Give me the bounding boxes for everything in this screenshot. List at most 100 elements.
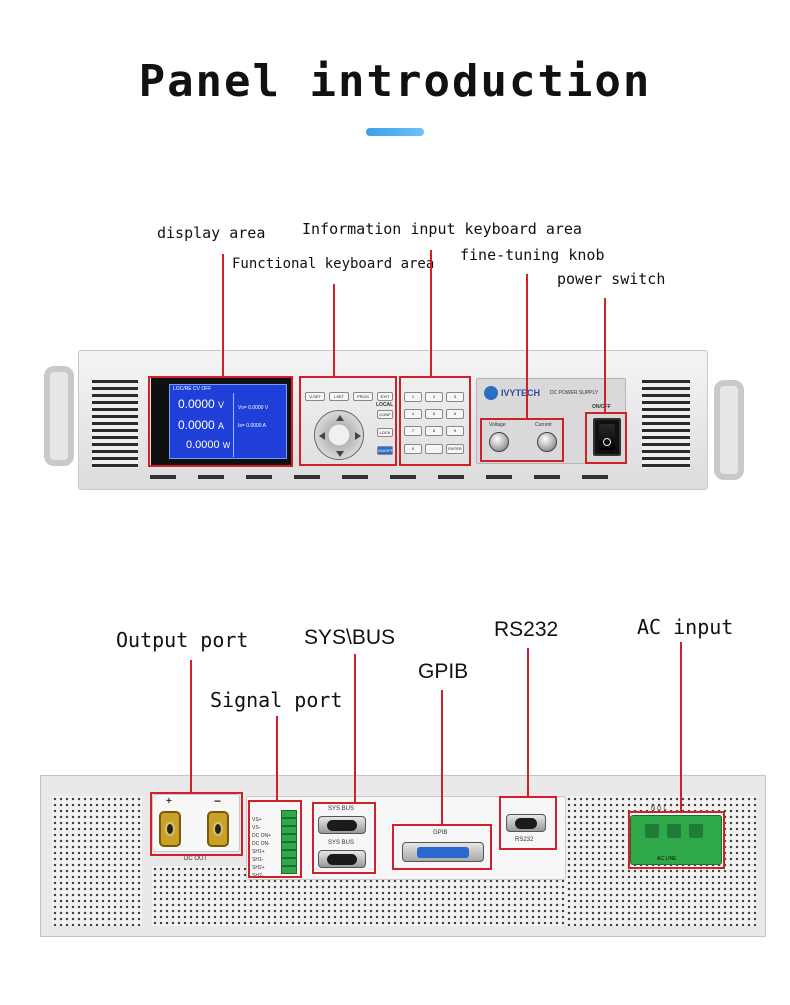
num-key-6[interactable]: 6 xyxy=(446,409,464,419)
sys-bus-1-connector[interactable] xyxy=(318,816,366,834)
callout-line-knob xyxy=(526,274,528,418)
ac-pin-labels: N G L xyxy=(651,806,667,812)
prog-key[interactable]: PROG xyxy=(353,392,373,401)
connector-plate xyxy=(246,796,566,880)
callout-line-sys-bus xyxy=(354,654,356,802)
num-key-dot[interactable]: . xyxy=(425,444,443,454)
callout-box-sys-bus xyxy=(312,802,376,874)
gpib-connector[interactable] xyxy=(402,842,484,862)
local-label: LOCAL xyxy=(376,402,394,408)
label-ac-input: AC input xyxy=(637,615,734,639)
gpib-rear-label: GPIB xyxy=(433,830,448,836)
exit-key[interactable]: EXIT xyxy=(377,392,393,401)
callout-line-functional xyxy=(333,284,335,376)
num-key-3[interactable]: 3 xyxy=(446,392,464,402)
current-knob[interactable] xyxy=(537,432,557,452)
title-accent-bar xyxy=(366,128,424,136)
lock-key[interactable]: LOCK xyxy=(377,428,393,437)
sys-bus-2-label: SYS BUS xyxy=(328,840,355,846)
callout-box-ac xyxy=(628,811,725,869)
onoff-label: ON/OFF xyxy=(592,404,611,410)
lcd-current: 0.0000 A xyxy=(178,418,225,432)
lcd-is: Is= 0.0000 A xyxy=(238,423,266,429)
left-vent xyxy=(92,380,138,468)
lcd-screen: LOC/RE CV OFF 0.0000 V 0.0000 A 0.0000 W… xyxy=(169,384,287,459)
arrow-up-icon[interactable] xyxy=(336,415,344,421)
callout-line-rs232 xyxy=(527,648,529,796)
callout-box-display xyxy=(148,376,293,467)
output-negative-terminal[interactable] xyxy=(207,811,229,847)
onoff-key[interactable]: ON/OFF xyxy=(377,446,394,455)
left-handle xyxy=(44,366,74,466)
label-fine-tuning: fine-tuning knob xyxy=(460,246,605,264)
callout-box-functional xyxy=(299,376,397,466)
lcd-voltage: 0.0000 V xyxy=(178,397,225,411)
brand-name: IVYTECH xyxy=(501,388,541,398)
callout-line-gpib xyxy=(441,690,443,824)
rs232-connector[interactable] xyxy=(506,814,546,832)
callout-box-output xyxy=(150,792,243,856)
ac-line-label: AC LINE xyxy=(657,856,677,862)
callout-box-power xyxy=(585,412,627,464)
lcd-status: LOC/RE CV OFF xyxy=(173,386,212,392)
label-output-port: Output port xyxy=(116,628,249,652)
voltage-knob-label: Voltage xyxy=(489,422,506,428)
callout-line-display xyxy=(222,254,224,376)
label-sys-bus: SYS\BUS xyxy=(304,626,396,649)
num-key-5[interactable]: 5 xyxy=(425,409,443,419)
right-vent xyxy=(642,380,690,468)
label-display-area: display area xyxy=(157,224,266,242)
arrow-right-icon[interactable] xyxy=(355,432,361,440)
num-key-0[interactable]: 0 xyxy=(404,444,422,454)
iset-key[interactable]: I-SET xyxy=(329,392,349,401)
label-gpib: GPIB xyxy=(418,660,469,683)
power-switch[interactable] xyxy=(593,418,621,456)
minus-sign: − xyxy=(214,794,222,808)
label-rs232: RS232 xyxy=(494,618,559,641)
callout-line-power xyxy=(604,298,606,412)
num-key-9[interactable]: 9 xyxy=(446,426,464,436)
ac-terminal-block[interactable] xyxy=(630,815,722,865)
sys-bus-2-connector[interactable] xyxy=(318,850,366,868)
callout-box-signal xyxy=(248,800,302,878)
num-key-7[interactable]: 7 xyxy=(404,426,422,436)
arrow-left-icon[interactable] xyxy=(319,432,325,440)
navigation-pad[interactable] xyxy=(314,410,364,460)
callout-line-output xyxy=(190,660,192,792)
label-power-switch: power switch xyxy=(557,270,666,288)
callout-line-info-keyboard xyxy=(430,250,432,376)
num-key-4[interactable]: 4 xyxy=(404,409,422,419)
brand-logo-icon xyxy=(484,386,498,400)
label-signal-port: Signal port xyxy=(210,688,343,712)
callout-box-rs232 xyxy=(499,796,557,850)
enter-key[interactable]: ENTER xyxy=(446,444,464,454)
voltage-knob[interactable] xyxy=(489,432,509,452)
callout-line-ac xyxy=(680,642,682,811)
sys-bus-1-label: SYS BUS xyxy=(328,806,355,812)
dc-out-label: DC OUT xyxy=(184,856,207,862)
right-handle xyxy=(714,380,744,480)
current-knob-label: Current xyxy=(535,422,552,428)
num-key-1[interactable]: 1 xyxy=(404,392,422,402)
arrow-down-icon[interactable] xyxy=(336,451,344,457)
model-text: DC POWER SUPPLY xyxy=(550,390,599,396)
callout-box-knob xyxy=(480,418,564,462)
conf-key[interactable]: CONF xyxy=(377,410,393,419)
label-info-keyboard: Information input keyboard area xyxy=(302,220,582,238)
plus-sign: + xyxy=(166,796,172,807)
callout-box-gpib xyxy=(392,824,492,870)
power-symbol-icon xyxy=(603,438,611,446)
rs232-rear-label: RS232 xyxy=(515,837,534,843)
page-title: Panel introduction xyxy=(138,56,652,107)
num-key-2[interactable]: 2 xyxy=(425,392,443,402)
num-key-8[interactable]: 8 xyxy=(425,426,443,436)
lcd-power: 0.0000 W xyxy=(186,439,231,451)
bottom-vent-slots xyxy=(150,475,630,479)
output-positive-terminal[interactable] xyxy=(159,811,181,847)
vset-key[interactable]: V-SET xyxy=(305,392,325,401)
signal-terminal-block[interactable] xyxy=(281,810,297,874)
rear-mesh-left xyxy=(52,796,142,926)
callout-line-signal xyxy=(276,716,278,800)
callout-box-info-keyboard xyxy=(399,376,471,466)
lcd-vs: Vs= 0.0000 V xyxy=(238,405,269,411)
